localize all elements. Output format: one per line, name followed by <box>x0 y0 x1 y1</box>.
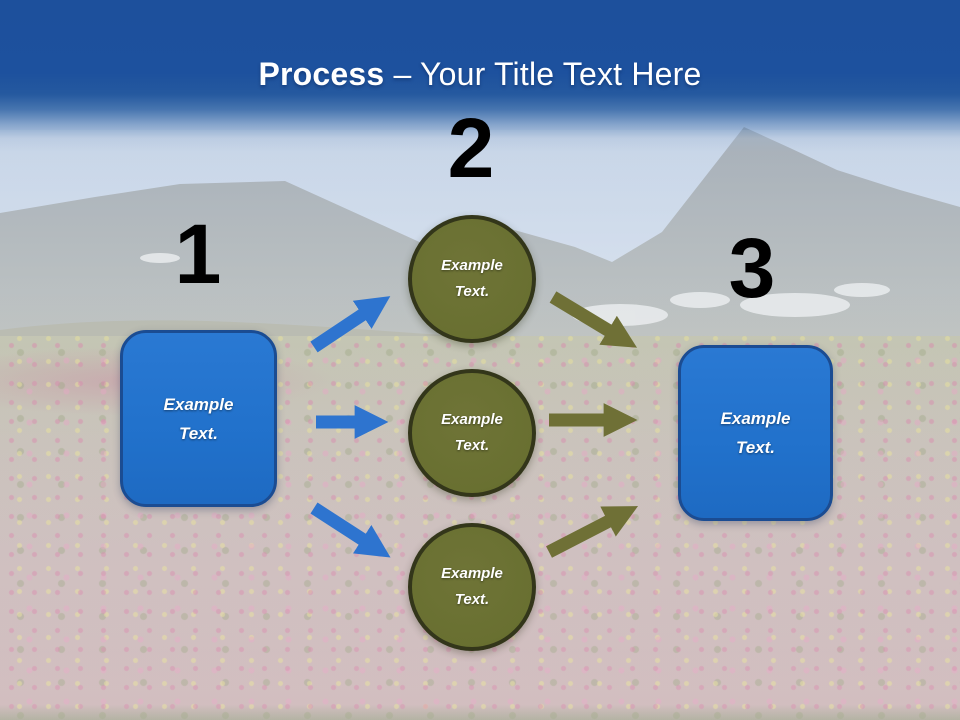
title-emphasis: Process <box>258 56 385 92</box>
slide-title: Process – Your Title Text Here <box>0 56 960 93</box>
step-number-1: 1 <box>174 207 222 301</box>
circle-2-label: Example Text. <box>441 411 503 454</box>
process-circle-2: Example Text. <box>408 369 536 497</box>
step-number-3: 3 <box>728 221 776 315</box>
left-box-label: Example Text. <box>163 394 234 443</box>
right-process-box: Example Text. <box>678 345 833 521</box>
process-circle-1: Example Text. <box>408 215 536 343</box>
left-process-box: Example Text. <box>120 330 277 507</box>
circle-3-label: Example Text. <box>441 565 503 608</box>
step-number-2: 2 <box>447 101 495 195</box>
header-band <box>0 0 960 152</box>
circle-1-label: Example Text. <box>441 257 503 300</box>
title-rest: – Your Title Text Here <box>384 56 702 92</box>
process-circle-3: Example Text. <box>408 523 536 651</box>
right-box-label: Example Text. <box>720 409 791 457</box>
